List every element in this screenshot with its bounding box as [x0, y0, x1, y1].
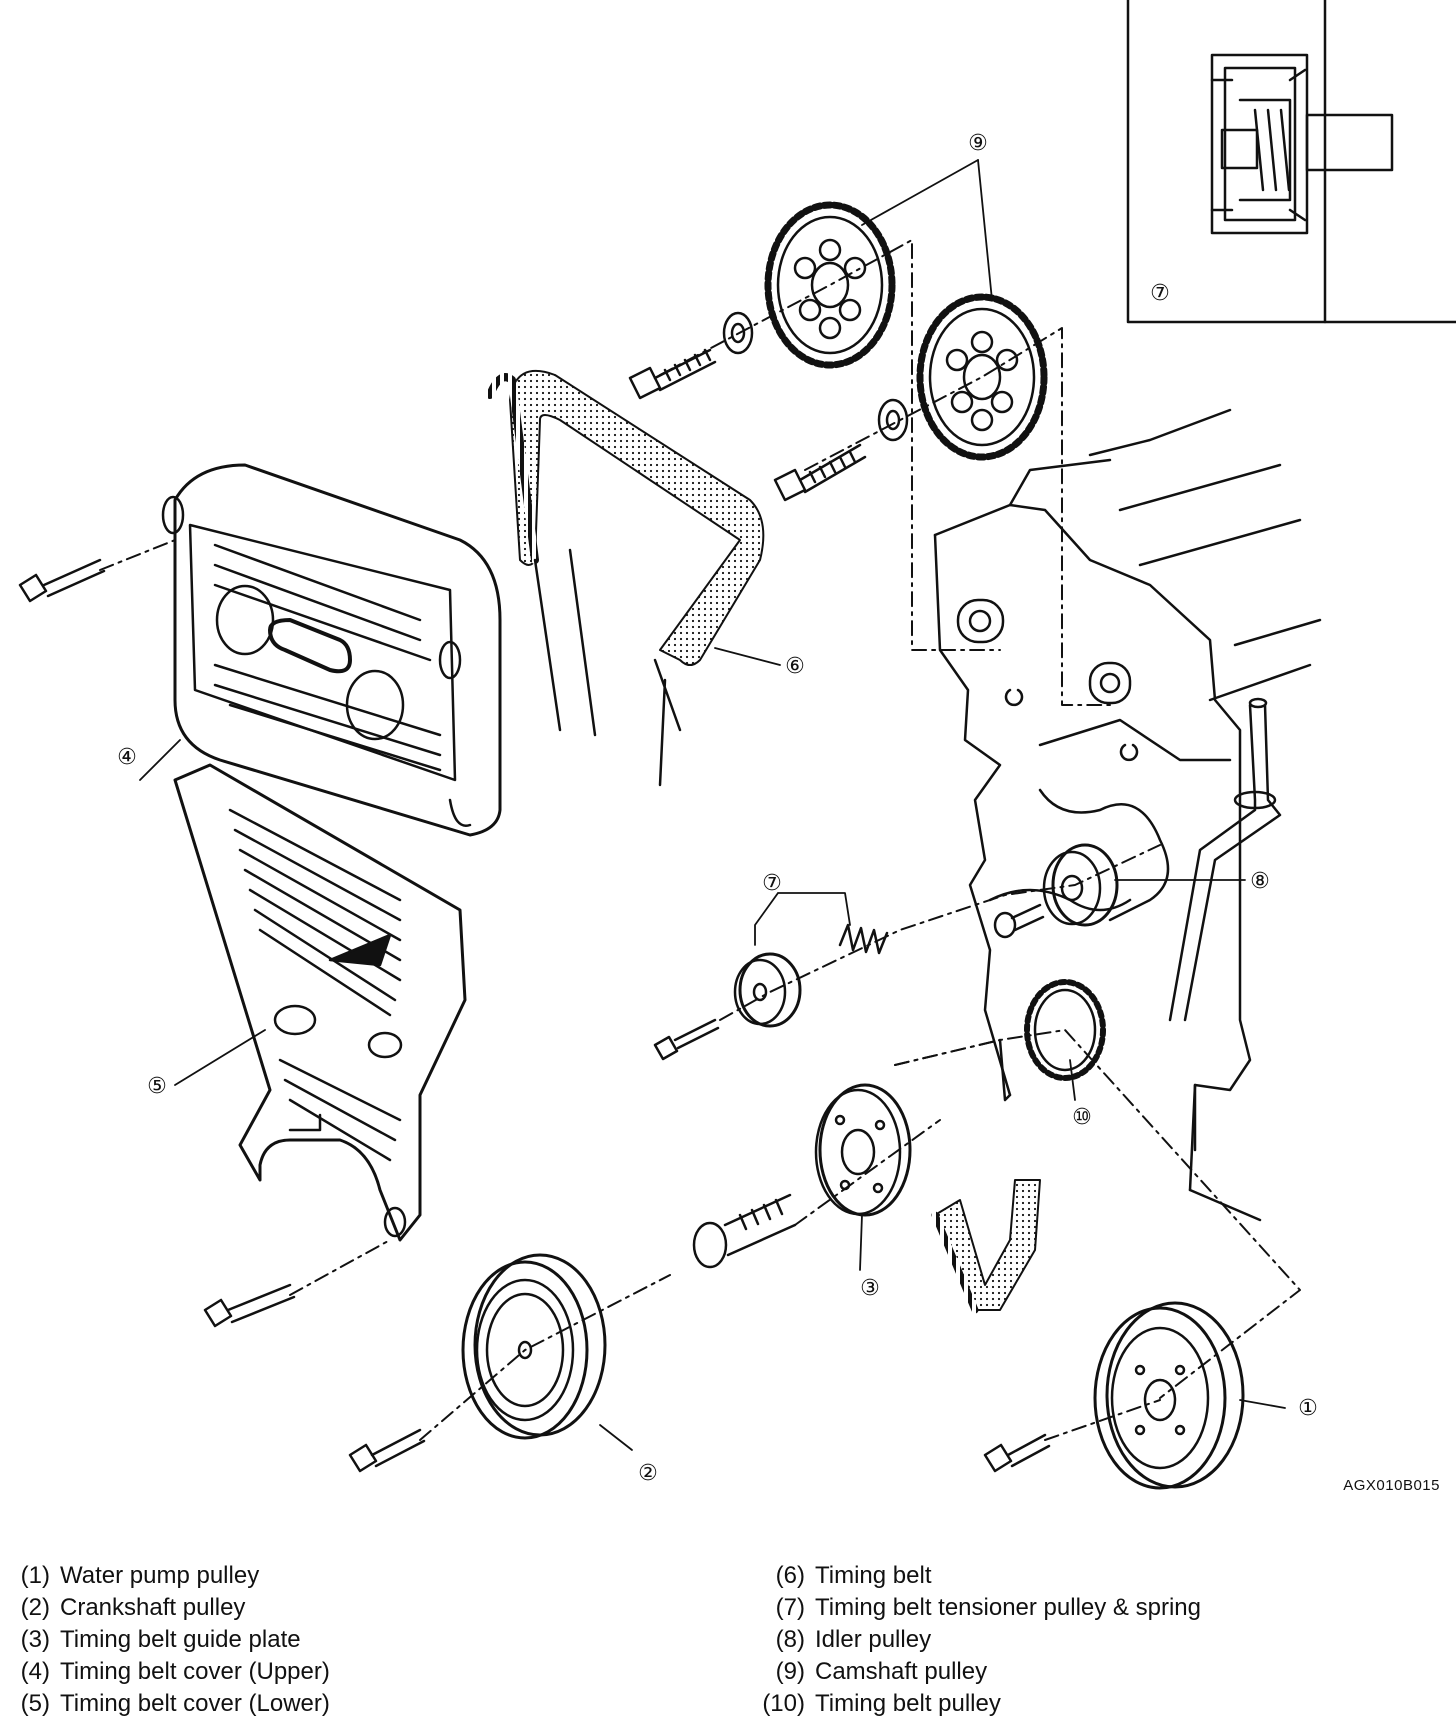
legend-label: Timing belt guide plate	[60, 1626, 301, 1653]
legend-item-5: (5) Timing belt cover (Lower)	[0, 1688, 330, 1720]
legend-label: Timing belt tensioner pulley & spring	[815, 1594, 1201, 1621]
callout-1: ①	[1298, 1396, 1318, 1421]
water-pump-pulley	[1093, 1301, 1245, 1490]
legend-number: (5)	[20, 1690, 50, 1717]
timing-belt	[486, 370, 765, 787]
leader-lines	[139, 159, 1286, 1451]
legend-label: Timing belt pulley	[815, 1690, 1001, 1717]
legend-number: (4)	[20, 1658, 50, 1685]
legend-item-8: (8) Idler pulley	[745, 1624, 1201, 1656]
callout-3: ③	[860, 1276, 880, 1301]
camshaft-bolts	[628, 348, 867, 502]
legend-item-9: (9) Camshaft pulley	[745, 1656, 1201, 1688]
figure-code: AGX010B015	[1343, 1477, 1440, 1494]
tensioner-detail-inset	[1126, 0, 1456, 324]
legend-label: Camshaft pulley	[815, 1658, 988, 1685]
legend-left-column: (1) Water pump pulley (2) Crankshaft pul…	[0, 1560, 330, 1720]
legend-number: (8)	[775, 1626, 805, 1653]
callout-8: ⑧	[1250, 869, 1270, 894]
callout-6: ⑥	[785, 654, 805, 679]
timing-belt-segment	[931, 1179, 1041, 1314]
legend-item-7: (7) Timing belt tensioner pulley & sprin…	[745, 1592, 1201, 1624]
idler-pulley	[1042, 843, 1119, 927]
legend-right-column: (6) Timing belt (7) Timing belt tensione…	[745, 1560, 1201, 1720]
legend-number: (1)	[20, 1562, 50, 1589]
assembly-guide-lines	[99, 239, 1301, 1441]
callout-7: ⑦	[762, 871, 782, 896]
exploded-parts-diagram: ⑨ ⑦ ⑥ ④ ⑦ ⑧ ⑤ ⑩ ③ ① ② AGX010B015	[18, 0, 1456, 1494]
callout-4: ④	[117, 745, 137, 770]
camshaft-pulley-left	[764, 201, 896, 369]
legend-number: (6)	[775, 1562, 805, 1589]
callout-9: ⑨	[968, 131, 988, 156]
crankshaft-bolt	[692, 1193, 797, 1269]
callout-10: ⑩	[1072, 1105, 1092, 1130]
legend-number: (9)	[775, 1658, 805, 1685]
timing-belt-cover-lower	[173, 763, 467, 1242]
legend-item-10: (10) Timing belt pulley	[745, 1688, 1201, 1720]
camshaft-pulley-right	[916, 293, 1048, 461]
timing-belt-guide-plate	[814, 1083, 912, 1217]
tensioner-pulley	[733, 952, 802, 1028]
callout-labels: ⑨ ⑦ ⑥ ④ ⑦ ⑧ ⑤ ⑩ ③ ① ② AGX010B015	[117, 131, 1440, 1494]
legend-label: Crankshaft pulley	[60, 1594, 246, 1621]
callout-5: ⑤	[147, 1074, 167, 1099]
tensioner-bolt	[653, 1018, 720, 1061]
timing-belt-pulley	[1024, 979, 1106, 1081]
dipstick-tube	[1168, 697, 1282, 1022]
tensioner-spring	[838, 923, 889, 955]
legend-label: Timing belt cover (Lower)	[60, 1690, 330, 1717]
legend-item-3: (3) Timing belt guide plate	[0, 1624, 330, 1656]
legend-number: (3)	[20, 1626, 50, 1653]
callout-2: ②	[638, 1461, 658, 1486]
legend-number: (10)	[762, 1690, 805, 1717]
cover-bolts	[18, 558, 1051, 1473]
legend-label: Idler pulley	[815, 1626, 932, 1653]
legend-label: Timing belt cover (Upper)	[60, 1658, 330, 1685]
crankshaft-pulley	[461, 1253, 607, 1440]
callout-7-inset: ⑦	[1150, 281, 1170, 306]
idler-bolt	[993, 903, 1045, 939]
engine-block	[933, 408, 1322, 1222]
legend-item-4: (4) Timing belt cover (Upper)	[0, 1656, 330, 1688]
legend-label: Water pump pulley	[60, 1562, 260, 1589]
legend-number: (7)	[775, 1594, 805, 1621]
legend-label: Timing belt	[815, 1562, 932, 1589]
legend-item-2: (2) Crankshaft pulley	[0, 1592, 330, 1624]
legend-number: (2)	[20, 1594, 50, 1621]
timing-belt-cover-upper	[161, 463, 502, 837]
legend-item-1: (1) Water pump pulley	[0, 1560, 330, 1592]
legend-item-6: (6) Timing belt	[745, 1560, 1201, 1592]
